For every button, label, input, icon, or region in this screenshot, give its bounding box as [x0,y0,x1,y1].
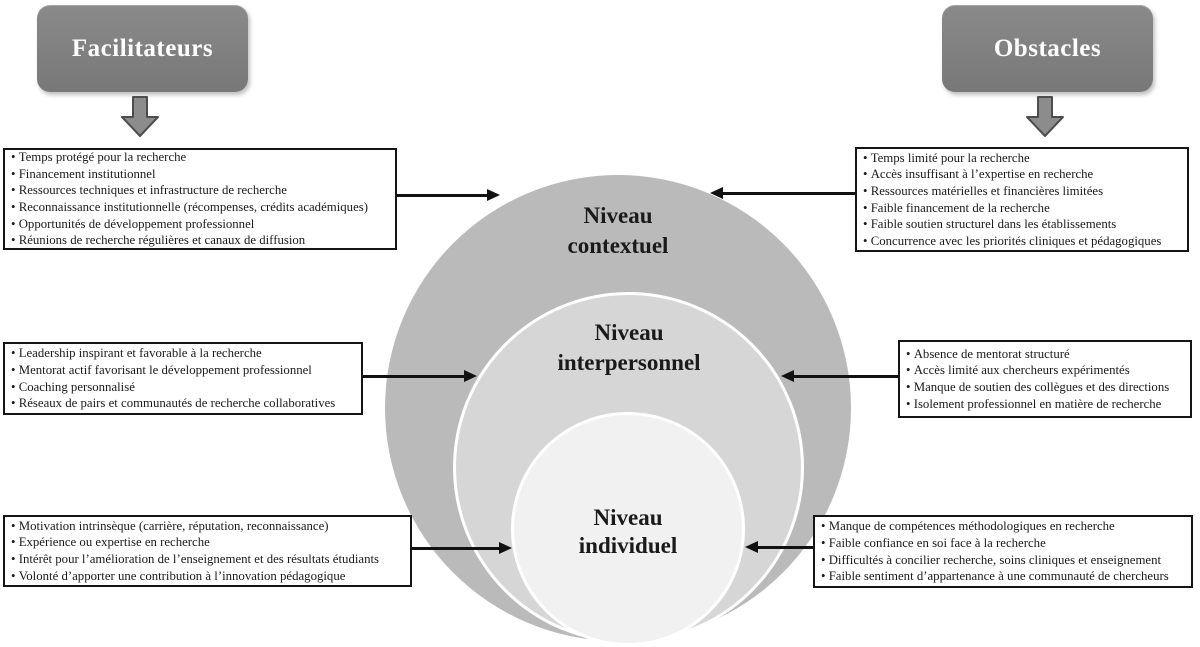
list-item: Ressources techniques et infrastructure … [11,182,389,199]
list-item: Expérience ou expertise en recherche [11,534,404,551]
obstacles-contextual-box: Temps limité pour la recherche Accès ins… [855,147,1189,252]
list-item: Difficultés à concilier recherche, soins… [821,552,1185,569]
list-item: Volonté d’apporter une contribution à l’… [11,568,404,585]
obstacles-individual-list: Manque de compétences méthodologiques en… [821,518,1185,584]
arrow-down-icon [1026,96,1064,137]
list-item: Opportunités de développement profession… [11,216,389,233]
obstacles-header-label: Obstacles [993,34,1102,62]
obstacles-interpersonal-box: Absence de mentorat structuré Accès limi… [898,340,1192,418]
list-item: Faible financement de la recherche [863,200,1181,217]
list-item: Faible confiance en soi face à la recher… [821,535,1185,552]
individual-level-circle [511,412,745,646]
list-item: Motivation intrinsèque (carrière, réputa… [11,518,404,535]
list-item: Leadership inspirant et favorable à la r… [11,345,355,362]
list-item: Ressources matérielles et financières li… [863,183,1181,200]
list-item: Financement institutionnel [11,166,389,183]
individual-level-label: Niveau individuel [578,505,678,558]
list-item: Coaching personnalisé [11,379,355,396]
arrow-right-icon [363,370,477,382]
facilitators-interpersonal-box: Leadership inspirant et favorable à la r… [3,342,363,415]
arrow-right-icon [412,542,512,554]
facilitators-header-box: Facilitateurs [37,5,248,92]
list-item: Manque de soutien des collègues et des d… [906,379,1184,396]
list-item: Temps limité pour la recherche [863,150,1181,167]
contextual-level-label: Niveau contextuel [567,203,669,258]
list-item: Manque de compétences méthodologiques en… [821,518,1185,535]
obstacles-interpersonal-list: Absence de mentorat structuré Accès limi… [906,346,1184,412]
arrow-down-icon [121,96,159,137]
arrow-left-icon [710,187,855,199]
list-item: Mentorat actif favorisant le développeme… [11,362,355,379]
list-item: Faible soutien structurel dans les établ… [863,216,1181,233]
facilitators-contextual-list: Temps protégé pour la recherche Financem… [11,149,389,249]
obstacles-individual-box: Manque de compétences méthodologiques en… [813,515,1193,588]
list-item: Concurrence avec les priorités cliniques… [863,233,1181,250]
list-item: Réseaux de pairs et communautés de reche… [11,395,355,412]
obstacles-header-box: Obstacles [942,5,1153,92]
facilitators-interpersonal-list: Leadership inspirant et favorable à la r… [11,345,355,411]
arrow-left-icon [745,541,813,553]
arrow-left-icon [781,370,898,382]
interpersonal-level-label: Niveau interpersonnel [557,320,701,375]
list-item: Accès limité aux chercheurs expérimentés [906,362,1184,379]
list-item: Absence de mentorat structuré [906,346,1184,363]
facilitators-individual-box: Motivation intrinsèque (carrière, réputa… [3,515,412,587]
list-item: Reconnaissance institutionnelle (récompe… [11,199,389,216]
obstacles-contextual-list: Temps limité pour la recherche Accès ins… [863,150,1181,250]
list-item: Temps protégé pour la recherche [11,149,389,166]
facilitators-contextual-box: Temps protégé pour la recherche Financem… [3,148,397,250]
facilitators-header-label: Facilitateurs [71,34,214,62]
list-item: Faible sentiment d’appartenance à une co… [821,568,1185,585]
list-item: Réunions de recherche régulières et cana… [11,232,389,249]
arrow-right-icon [397,189,500,201]
list-item: Intérêt pour l’amélioration de l’enseign… [11,551,404,568]
list-item: Accès insuffisant à l’expertise en reche… [863,166,1181,183]
facilitators-individual-list: Motivation intrinsèque (carrière, réputa… [11,518,404,584]
list-item: Isolement professionnel en matière de re… [906,396,1184,413]
